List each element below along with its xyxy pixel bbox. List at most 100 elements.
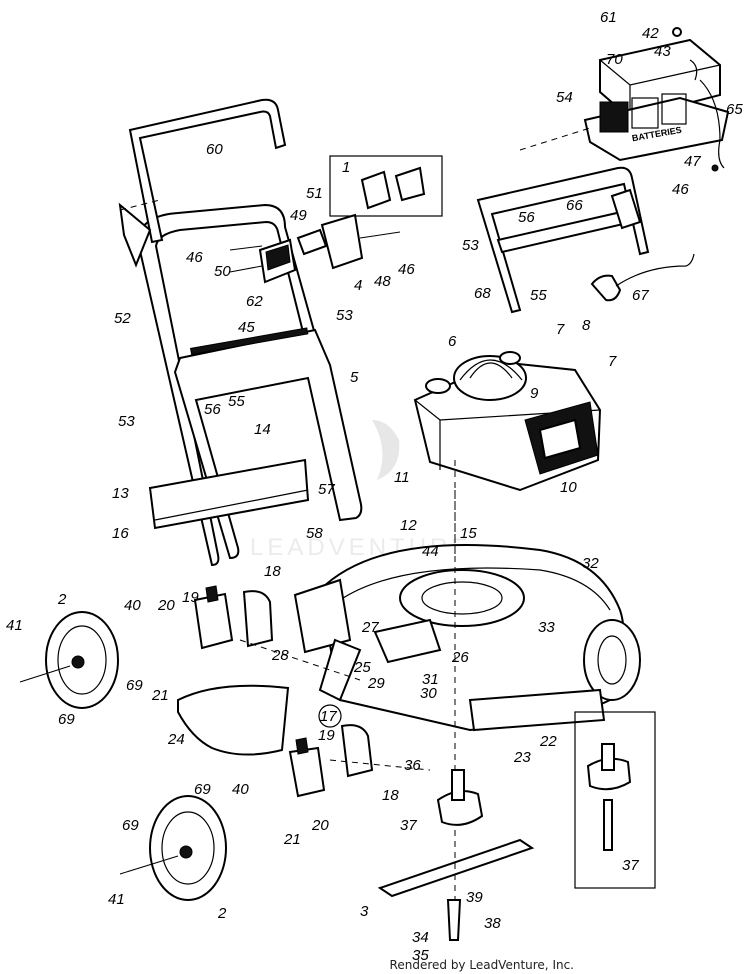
callout-54: 54 [556,89,573,106]
callout-25: 25 [353,659,371,676]
callout-46-handle-right: 46 [398,261,415,278]
blade-assembly [377,490,535,941]
render-credit: Rendered by LeadVenture, Inc. [389,958,574,972]
callout-13: 13 [112,485,129,502]
callout-56-handle: 56 [204,401,221,418]
callout-1: 1 [342,159,350,176]
callout-53-inset: 53 [462,237,479,254]
callout-43: 43 [654,43,671,60]
callout-45: 45 [238,319,255,336]
callout-27: 27 [361,619,379,636]
rear-wheel-left [119,795,227,901]
callout-61: 61 [600,9,617,26]
callout-5: 5 [350,369,359,386]
callout-69-upper-bottom: 69 [58,711,75,728]
callout-41-lower: 41 [108,891,125,908]
callout-49: 49 [290,207,307,224]
callout-24: 24 [167,731,185,748]
callout-69-lower-left: 69 [122,817,139,834]
assembly-lines [119,127,591,771]
callout-6: 6 [448,333,457,350]
callout-29: 29 [367,675,385,692]
callout-69-lower-top: 69 [194,781,211,798]
callout-26: 26 [451,649,469,666]
handle-control [229,213,401,284]
callout-68: 68 [474,285,491,302]
callout-21-lower: 21 [283,831,301,848]
callout-20-upper: 20 [157,597,175,614]
callout-14: 14 [254,421,271,438]
engine [413,351,602,492]
callout-17-circled: 17 [318,704,342,728]
callout-18-lower: 18 [382,787,399,804]
callout-37-inset: 37 [622,857,639,874]
callout-67: 67 [632,287,649,304]
callout-9: 9 [530,385,539,402]
callout-22: 22 [539,733,557,750]
callout-4: 4 [354,277,362,294]
callout-21-upper: 21 [151,687,169,704]
callout-8: 8 [582,317,591,334]
callout-46-upper-right: 46 [672,181,689,198]
mower-deck [293,544,641,732]
callout-2-upper: 2 [57,591,67,608]
callout-36: 36 [404,757,421,774]
callout-31: 31 [422,671,439,688]
callout-70: 70 [606,51,623,68]
callout-57: 57 [318,481,335,498]
callouts: 61 42 43 70 54 65 47 60 1 51 49 46 46 46… [6,9,743,964]
callout-55-inset: 55 [530,287,547,304]
rear-flap [177,684,290,756]
callout-65: 65 [726,101,743,118]
callout-69-upper-right: 69 [126,677,143,694]
handle-inset [476,166,695,314]
callout-19-lower: 19 [318,727,335,744]
spindle-inset [574,711,656,889]
callout-16: 16 [112,525,129,542]
lower-handle [137,203,363,567]
battery-box: BATTERIES [583,27,730,172]
callout-7-top: 7 [556,321,565,338]
callout-62: 62 [246,293,263,310]
callout-56-inset: 56 [518,209,535,226]
front-wheel-left [19,611,119,709]
callout-3: 3 [360,903,369,920]
callout-33: 33 [538,619,555,636]
callout-30: 30 [420,685,437,702]
callout-52: 52 [114,310,131,327]
callout-41-upper: 41 [6,617,23,634]
callout-51: 51 [306,185,323,202]
callout-38: 38 [484,915,501,932]
callout-18-upper: 18 [264,563,281,580]
callout-2-lower: 2 [217,905,227,922]
callout-47: 47 [684,153,701,170]
callout-20-lower: 20 [311,817,329,834]
callout-66: 66 [566,197,583,214]
callout-55-handle: 55 [228,393,245,410]
callout-10: 10 [560,479,577,496]
callout-23: 23 [513,749,531,766]
callout-7-side: 7 [608,353,617,370]
callout-34: 34 [412,929,429,946]
callout-50: 50 [214,263,231,280]
callout-37-main: 37 [400,817,417,834]
callout-11: 11 [394,469,410,486]
callout-40-lower: 40 [232,781,249,798]
callout-60: 60 [206,141,223,158]
callout-58: 58 [306,525,323,542]
callout-44: 44 [422,543,439,560]
upper-handle [118,98,287,268]
callout-12: 12 [400,517,417,534]
callout-48: 48 [374,273,391,290]
callout-39: 39 [466,889,483,906]
callout-53-bolt: 53 [118,413,135,430]
callout-40-upper: 40 [124,597,141,614]
callout-42: 42 [642,25,659,42]
callout-32: 32 [582,555,599,572]
inset-1 [329,155,443,217]
callout-35: 35 [412,947,429,964]
callout-17: 17 [320,708,337,725]
callout-46-handle-left: 46 [186,249,203,266]
callout-19-upper: 19 [182,589,199,606]
